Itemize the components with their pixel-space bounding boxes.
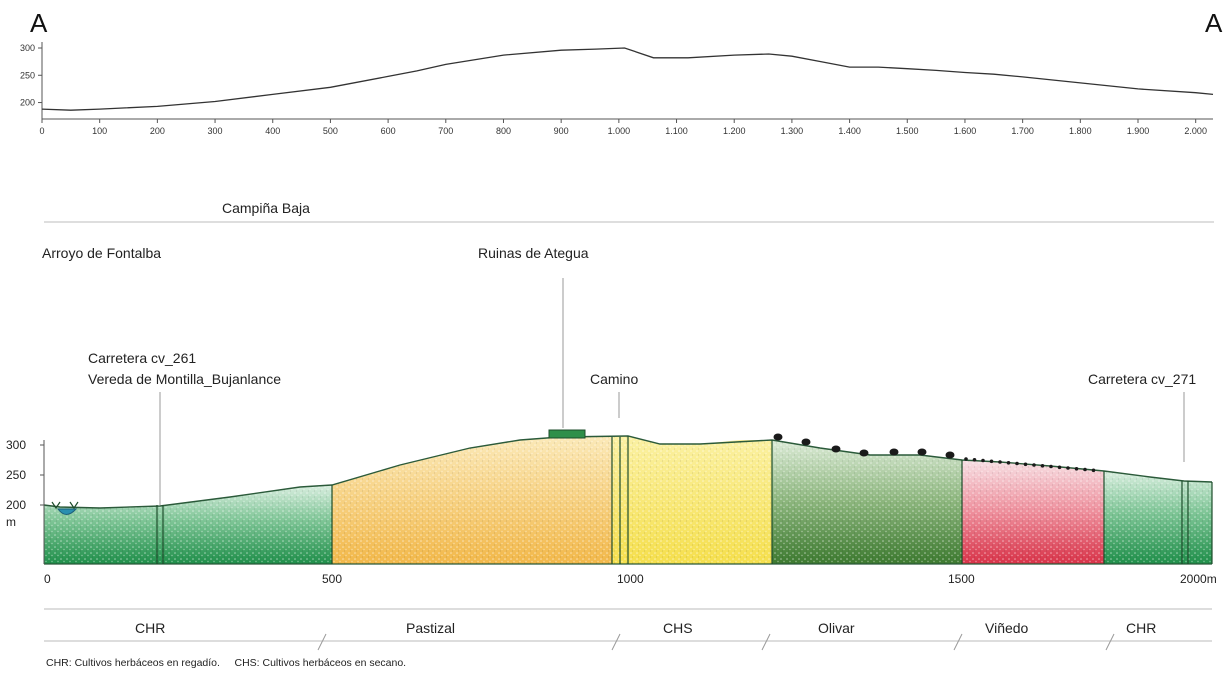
vine-icon: [998, 460, 1002, 464]
land-use-label-chr-east: CHR: [1126, 620, 1156, 636]
olive-tree-icon: [945, 451, 955, 459]
profile-x-tick-label: 900: [554, 126, 569, 136]
profile-x-tick-label: 1.400: [838, 126, 861, 136]
vine-icon: [1015, 461, 1019, 466]
section-x-tick-1500: 1500: [948, 572, 975, 586]
profile-x-tick-label: 1.500: [896, 126, 919, 136]
label-carretera-cv261: Carretera cv_261: [88, 350, 196, 366]
section-y-ticks: [40, 444, 44, 506]
vine-icon: [989, 459, 994, 464]
land-use-label-vinedo: Viñedo: [985, 620, 1029, 636]
label-arroyo-de-fontalba: Arroyo de Fontalba: [42, 245, 161, 261]
elevation-profile-chart: A A 300 250 200 0 100 200 300 400 500 600 700 800 90…: [20, 8, 1223, 136]
vine-icon: [1091, 468, 1096, 473]
profile-x-tick-label: 0: [39, 126, 44, 136]
vine-icon: [1006, 461, 1011, 465]
land-use-label-chs: CHS: [663, 620, 693, 636]
land-use-bands: [44, 436, 1212, 564]
profile-x-tick-label: 100: [92, 126, 107, 136]
section-y-tick-250: 250: [6, 468, 26, 482]
profile-x-tick-label: 700: [438, 126, 453, 136]
vine-icon: [1066, 466, 1070, 470]
profile-x-tick-label: 400: [265, 126, 280, 136]
profile-x-tick-label: 1.100: [665, 126, 688, 136]
olive-tree-icons: [773, 433, 955, 459]
profile-x-tick-label: 1.300: [781, 126, 804, 136]
profile-y-tick-label: 250: [20, 70, 35, 80]
olive-tree-icon: [917, 448, 927, 456]
profile-x-tick-label: 500: [323, 126, 338, 136]
section-x-tick-0: 0: [44, 572, 51, 586]
section-y-tick-200: 200: [6, 498, 26, 512]
vine-icon: [1057, 465, 1062, 470]
profile-axes: 300 250 200 0 100 200 300 400 500 600 700 800 900 1.0…: [20, 42, 1213, 136]
label-camino: Camino: [590, 371, 638, 387]
section-y-unit: m: [6, 515, 16, 529]
marker-a-end: A: [1205, 8, 1223, 38]
stream-marker-icon: [51, 501, 79, 510]
profile-x-tick-label: 2.000: [1184, 126, 1207, 136]
section-x-tick-2000: 2000m: [1180, 572, 1217, 586]
vine-icon: [1032, 463, 1036, 467]
profile-x-tick-label: 1.200: [723, 126, 746, 136]
profile-x-tick-label: 1.600: [954, 126, 977, 136]
profile-x-tick-label: 600: [381, 126, 396, 136]
profile-x-tick-label: 200: [150, 126, 165, 136]
land-use-label-pastizal: Pastizal: [406, 620, 455, 636]
label-vereda-montilla: Vereda de Montilla_Bujanlance: [88, 371, 281, 387]
olive-tree-icon: [831, 445, 841, 453]
profile-x-tick-label: 1.700: [1011, 126, 1034, 136]
land-use-dividers: [317, 633, 1115, 651]
vine-row-icons: [964, 457, 1096, 473]
section-x-tick-500: 500: [322, 572, 342, 586]
land-use-label-olivar: Olivar: [818, 620, 855, 636]
profile-y-tick-label: 200: [20, 98, 35, 108]
label-ruinas-de-ategua: Ruinas de Ategua: [478, 245, 589, 261]
boundary-lines: [156, 436, 1213, 564]
vine-icon: [972, 458, 977, 462]
vine-icon: [1083, 467, 1087, 472]
vine-icon: [1040, 464, 1045, 468]
olive-tree-icon: [773, 433, 783, 441]
profile-x-tick-label: 1.900: [1127, 126, 1150, 136]
elevation-profile-line: [41, 47, 1214, 111]
vine-icon: [981, 458, 985, 463]
profile-x-tick-label: 800: [496, 126, 511, 136]
olive-tree-icon: [889, 448, 899, 456]
stream-water-icon: [57, 508, 78, 515]
section-y-tick-300: 300: [6, 438, 26, 452]
label-carretera-cv271: Carretera cv_271: [1088, 371, 1196, 387]
vine-icon: [1074, 467, 1079, 471]
vine-icon: [1023, 462, 1028, 467]
marker-a-start: A: [30, 8, 48, 38]
olive-tree-icon: [801, 438, 811, 446]
olive-tree-icon: [859, 449, 869, 457]
legend-note: CHR: Cultivos herbáceos en regadío. CHS:…: [46, 657, 406, 669]
profile-y-tick-label: 300: [20, 43, 35, 53]
profile-x-tick-label: 1.000: [608, 126, 631, 136]
profile-x-tick-label: 300: [208, 126, 223, 136]
vine-icon: [1049, 464, 1053, 469]
region-label: Campiña Baja: [222, 200, 310, 216]
ruins-icon: [548, 429, 586, 439]
section-x-tick-1000: 1000: [617, 572, 644, 586]
land-use-label-chr-west: CHR: [135, 620, 165, 636]
vine-icon: [964, 457, 968, 461]
profile-x-tick-label: 1.800: [1069, 126, 1092, 136]
